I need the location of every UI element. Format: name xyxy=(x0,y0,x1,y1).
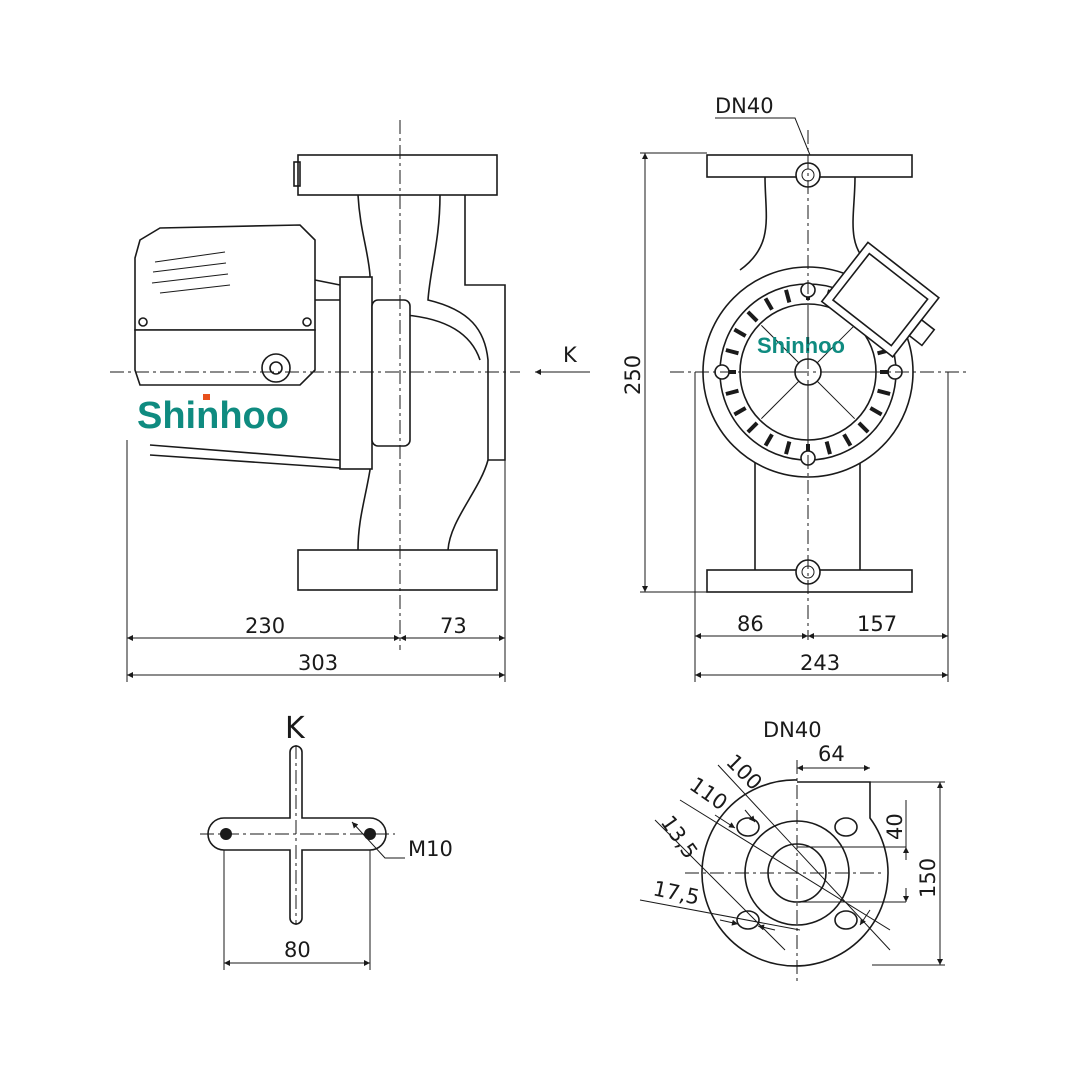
view-k-title: K xyxy=(285,711,306,746)
motor-flange xyxy=(339,276,373,470)
cooling-fin xyxy=(763,433,774,447)
dim-73: 73 xyxy=(440,614,467,638)
cooling-fin xyxy=(842,433,853,447)
top-flange xyxy=(297,154,498,196)
dim-40: 40 xyxy=(883,813,907,840)
cooling-fin xyxy=(857,421,870,434)
dim-110: 110 xyxy=(685,772,732,815)
dim-100: 100 xyxy=(721,750,766,795)
shinhoo-logo-front: Shinhoo xyxy=(757,333,845,358)
dim-150: 150 xyxy=(916,858,940,898)
dim-230: 230 xyxy=(245,614,285,638)
cooling-fin xyxy=(746,310,759,323)
cooling-fin xyxy=(746,421,759,434)
cooling-fin xyxy=(869,406,883,417)
dim-157: 157 xyxy=(857,612,897,636)
cooling-fin xyxy=(733,327,747,338)
cooling-fin xyxy=(877,388,891,396)
cooling-fin xyxy=(733,406,747,417)
cooling-fin xyxy=(725,388,739,396)
terminal-box xyxy=(820,241,940,358)
dim-64: 64 xyxy=(818,742,845,766)
svg-text:Shinhoo: Shinhoo xyxy=(137,395,289,437)
flange-detail: DN40 64 40 150 100 110 13,5 17,5 xyxy=(639,718,945,985)
svg-text:Shinhoo: Shinhoo xyxy=(757,333,845,358)
control-box xyxy=(134,224,316,386)
cooling-fin xyxy=(784,289,792,303)
base-view: K M10 80 xyxy=(200,711,453,970)
view-k-label: K xyxy=(563,343,578,367)
dn40-label: DN40 xyxy=(715,94,774,118)
dim-86: 86 xyxy=(737,612,764,636)
dim-17-5: 17,5 xyxy=(651,876,702,909)
front-view: Shinhoo DN40 250 86 157 243 xyxy=(621,94,968,682)
side-view: Shinhoo K 230 73 303 xyxy=(110,120,590,682)
dim-13-5: 13,5 xyxy=(656,811,702,863)
cooling-fin xyxy=(725,348,739,356)
flange-dn40-title: DN40 xyxy=(763,718,822,742)
dim-243: 243 xyxy=(800,651,840,675)
dim-80: 80 xyxy=(284,938,311,962)
m10-label: M10 xyxy=(408,837,453,861)
dim-250: 250 xyxy=(621,355,645,395)
cooling-fin xyxy=(763,297,774,311)
bottom-flange xyxy=(297,549,498,591)
cooling-fin xyxy=(784,441,792,455)
base-cross xyxy=(207,745,387,925)
cooling-fin xyxy=(824,441,832,455)
dim-303: 303 xyxy=(298,651,338,675)
shinhoo-logo-side: Shinhoo xyxy=(137,394,289,437)
